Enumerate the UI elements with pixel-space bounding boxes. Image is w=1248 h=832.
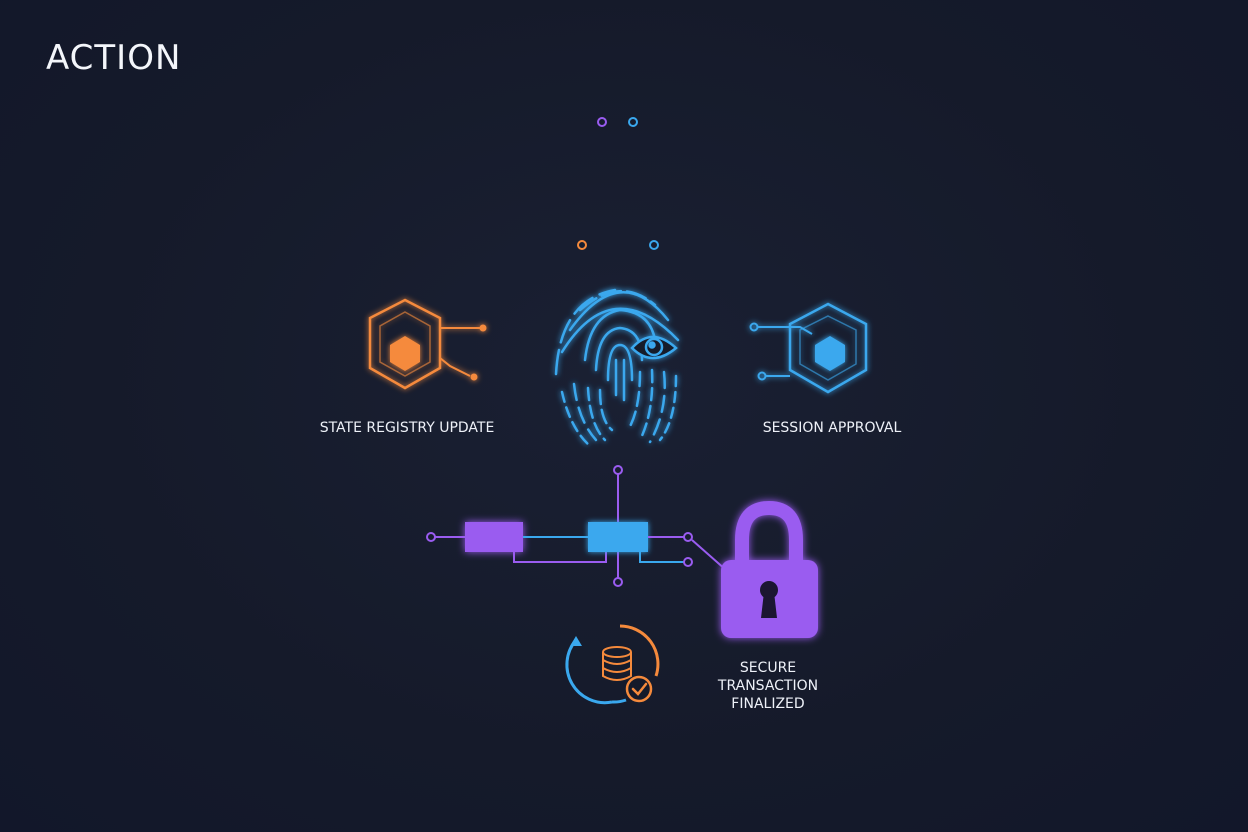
hexagon-circuit-icon [749,302,868,394]
fingerprint-eye-icon [554,288,680,448]
svg-text:SECURE: SECURE [740,660,796,676]
session-approval-label: SESSION APPROVAL [763,420,902,436]
secure-transaction-label: SECURE TRANSACTION FINALIZED [717,660,818,712]
svg-text:TRANSACTION: TRANSACTION [717,678,818,694]
top-signal-lines [577,117,659,262]
circuit-blocks-icon [426,465,727,587]
state-registry-label: STATE REGISTRY UPDATE [320,420,495,436]
database-sync-check-icon [565,624,660,705]
hexagon-circuit-icon [368,298,520,390]
svg-text:FINALIZED: FINALIZED [731,696,804,712]
page-title: ACTION [46,38,182,78]
padlock-icon [721,500,818,638]
